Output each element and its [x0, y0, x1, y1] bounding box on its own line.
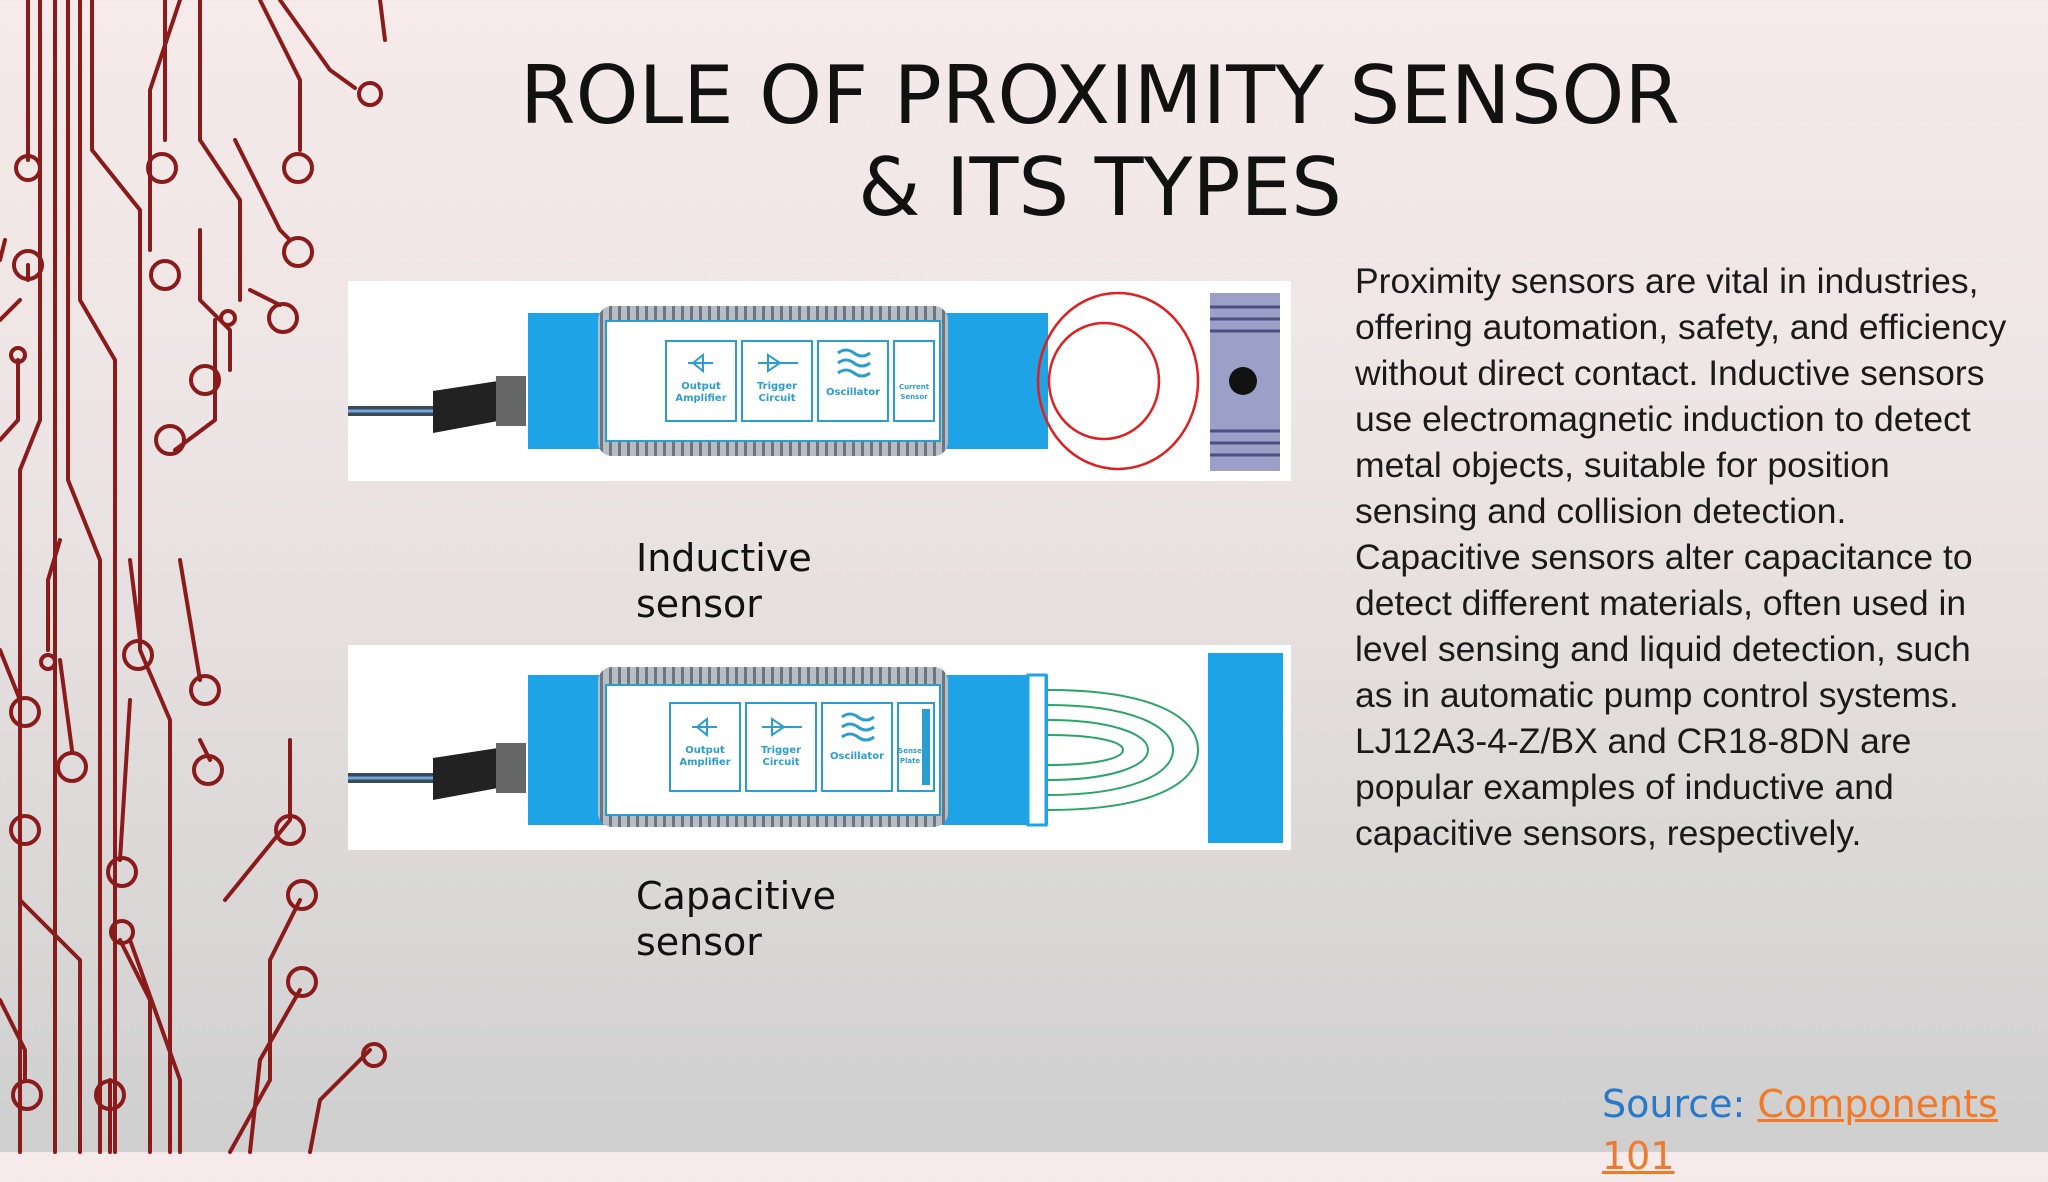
block-trigger-label: Trigger — [761, 745, 801, 756]
block-amplifier-label: Amplifier — [679, 757, 730, 768]
source-link[interactable]: Components 101 — [1602, 1082, 1998, 1178]
block-current-label: Current — [899, 383, 930, 391]
title-line-2: & ITS TYPES — [858, 141, 1342, 234]
caption-inductive-line-1: Inductive — [636, 536, 812, 580]
capacitive-sensor-caption: Capacitive sensor — [636, 873, 896, 965]
caption-capacitive-line-2: sensor — [636, 920, 762, 964]
block-oscillator-label: Oscillator — [826, 387, 880, 398]
capacitive-sensor-image: Output Amplifier Trigger Circuit Oscilla… — [348, 645, 1291, 850]
block-plate-label: Plate — [900, 757, 921, 765]
block-output-label: Output — [685, 745, 725, 756]
title-line-1: ROLE OF PROXIMITY SENSOR — [520, 49, 1680, 142]
block-trigger-label: Trigger — [757, 381, 797, 392]
block-sense-label: Sense — [898, 747, 922, 755]
block-oscillator-label: Oscillator — [830, 751, 884, 762]
inductive-sensor-caption: Inductive sensor — [636, 535, 896, 627]
block-amplifier-label: Amplifier — [675, 393, 726, 404]
circuit-decoration — [0, 0, 387, 1154]
block-sensor-label: Sensor — [900, 393, 928, 401]
body-paragraph: Proximity sensors are vital in industrie… — [1355, 261, 2007, 853]
source-citation: Source: Components 101 — [1602, 1078, 2022, 1178]
block-circuit-label: Circuit — [759, 393, 796, 404]
block-circuit-label: Circuit — [763, 757, 800, 768]
source-label: Source: — [1602, 1082, 1758, 1126]
block-output-label: Output — [681, 381, 721, 392]
caption-capacitive-line-1: Capacitive — [636, 874, 837, 918]
inductive-sensor-image: Output Amplifier Trigger Circuit Oscilla… — [348, 281, 1291, 481]
caption-inductive-line-2: sensor — [636, 582, 762, 626]
slide-title: ROLE OF PROXIMITY SENSOR & ITS TYPES — [420, 50, 1780, 234]
